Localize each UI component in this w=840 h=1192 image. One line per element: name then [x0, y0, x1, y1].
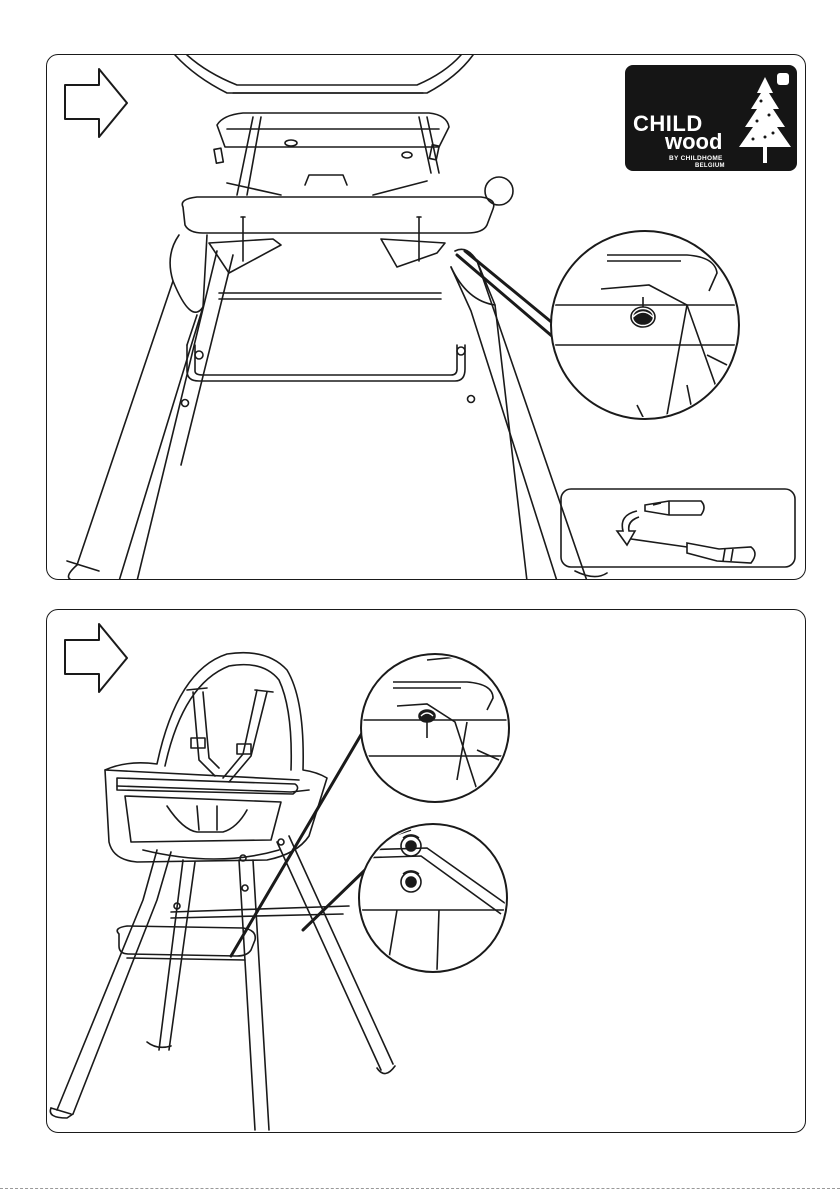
screwdriver-icon	[631, 539, 755, 563]
step-arrow-icon	[65, 69, 127, 137]
step-panel-1: CHILD wood BY CHILDHOME BELGIUM	[46, 54, 806, 580]
childwood-logo: CHILD wood BY CHILDHOME BELGIUM	[625, 65, 797, 171]
logo-text-by: BY CHILDHOME	[669, 155, 723, 162]
step-arrow-icon	[65, 624, 127, 692]
logo-text-wood: wood	[665, 129, 722, 155]
logo-text-country: BELGIUM	[695, 163, 725, 169]
screwdriver-bit-icon	[645, 501, 704, 515]
pine-tree-icon	[735, 75, 795, 165]
assembly-illustration-2	[47, 610, 806, 1133]
detail-zoom-circle	[551, 231, 739, 425]
page-edge-dash	[0, 1188, 840, 1189]
step-panel-2	[46, 609, 806, 1133]
detail-zoom-circle-top	[359, 654, 513, 802]
detail-zoom-circle-bottom	[357, 824, 509, 972]
tools-box	[561, 489, 795, 567]
